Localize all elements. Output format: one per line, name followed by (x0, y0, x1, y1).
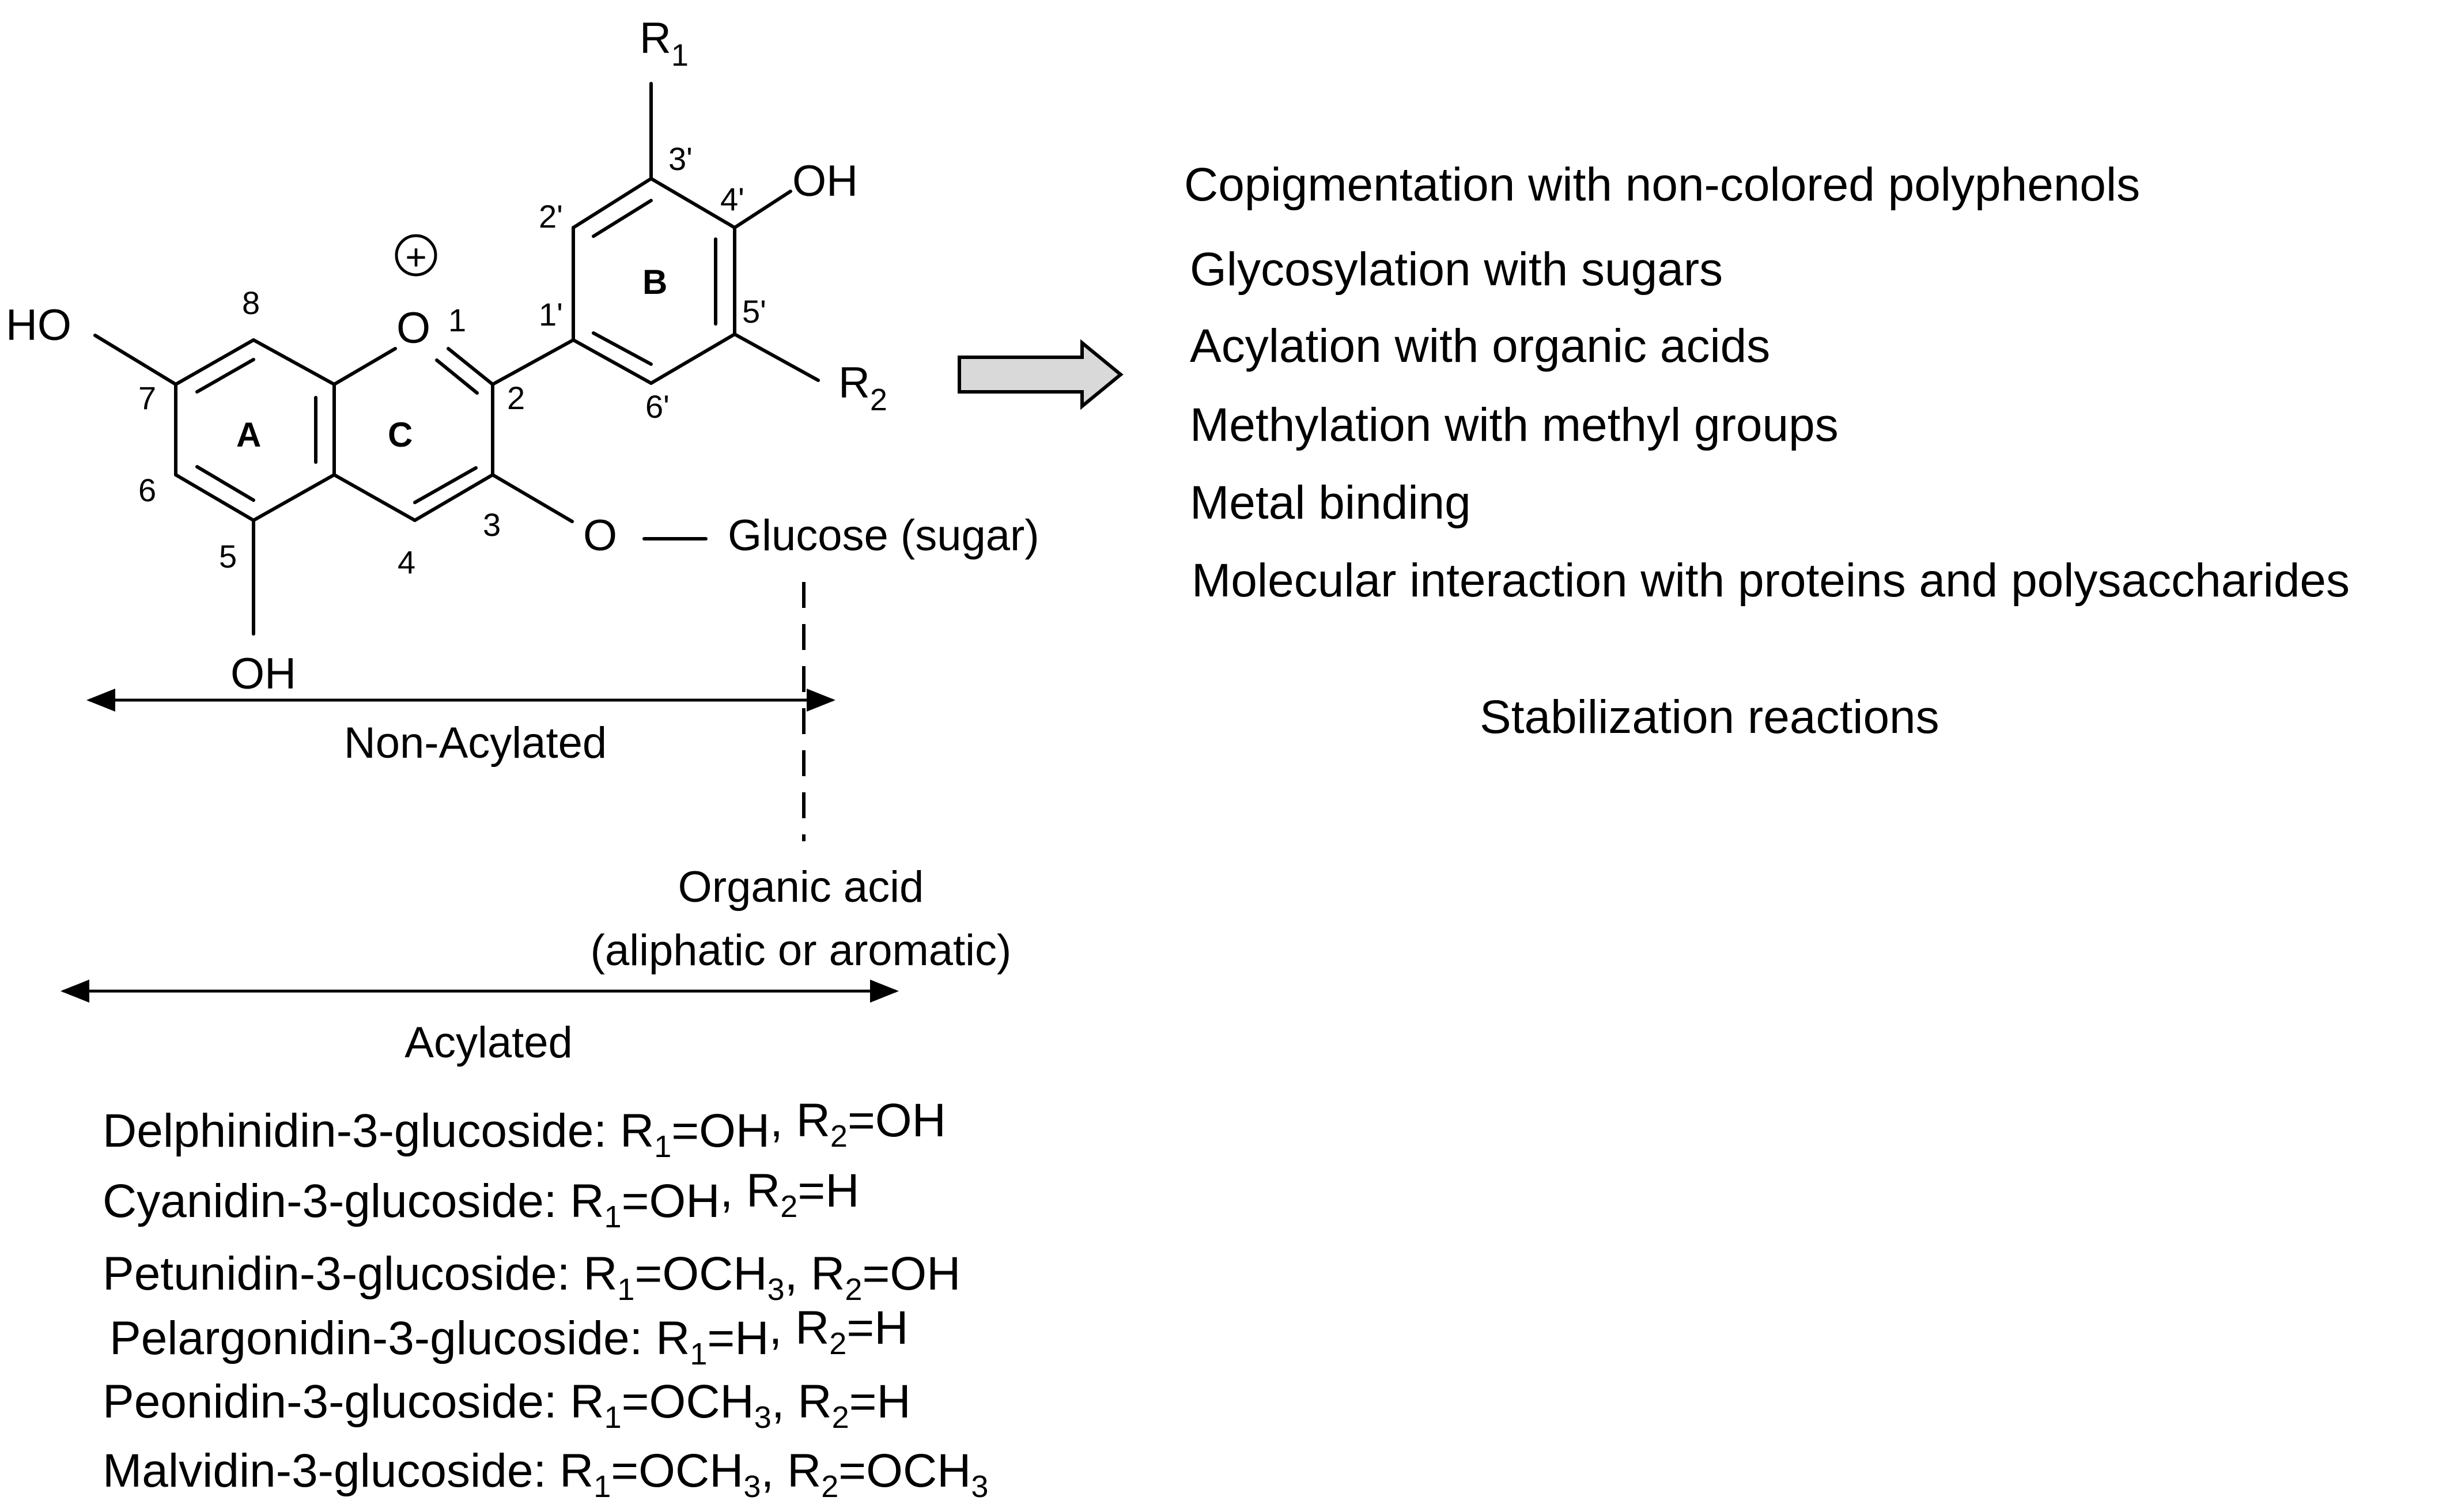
stabilization-caption: Stabilization reactions (1480, 691, 1939, 743)
positive-charge-sign: + (405, 236, 426, 278)
ho-7-label: HO (6, 301, 71, 350)
r2-label: R2 (838, 358, 887, 417)
position-8: 8 (242, 285, 260, 321)
compound-row: Petunidin-3-glucoside: R1=OCH3, R2=OH (103, 1248, 961, 1307)
stabilization-item: Copigmentation with non-colored polyphen… (1184, 158, 2140, 211)
oh-4prime-label: OH (792, 157, 858, 206)
ring-b-label: B (642, 263, 667, 301)
position-4: 4 (398, 544, 415, 580)
stabilization-list: Copigmentation with non-colored polyphen… (1184, 158, 2350, 743)
acylated-label: Acylated (404, 1018, 573, 1067)
ring-oxygen-label: O (396, 304, 430, 353)
positive-charge-circle (395, 234, 437, 277)
r1-label: R1 (640, 14, 689, 73)
acylation-annotation: Non-Acylated Organic acid (aliphatic or … (61, 582, 1012, 1067)
stabilization-item: Methylation with methyl groups (1190, 399, 1839, 451)
position-6: 6 (138, 472, 156, 508)
position-6prime: 6' (645, 388, 670, 425)
compound-row: Pelargonidin-3-glucoside: R1=H, R2=H (109, 1302, 908, 1371)
glycosidic-oxygen-label: O (583, 511, 617, 560)
organic-acid-label: Organic acid (678, 863, 924, 912)
position-3: 3 (483, 506, 501, 543)
compound-row: Peonidin-3-glucoside: R1=OCH3, R2=H (103, 1375, 911, 1435)
position-4prime: 4' (720, 181, 744, 217)
ring-a-label: A (236, 415, 261, 454)
anthocyanin-structure: R1 OH R2 HO OH O + O Glucose (sugar) A C… (6, 14, 1039, 698)
stabilization-item: Acylation with organic acids (1190, 320, 1770, 372)
stabilization-item: Metal binding (1190, 477, 1471, 529)
position-1: 1 (448, 302, 466, 338)
organic-acid-type-label: (aliphatic or aromatic) (591, 926, 1012, 975)
oh-5-label: OH (230, 649, 296, 698)
position-2: 2 (507, 380, 525, 416)
compound-row: Malvidin-3-glucoside: R1=OCH3, R2=OCH3 (103, 1445, 988, 1504)
stabilization-item: Molecular interaction with proteins and … (1192, 554, 2350, 607)
stabilization-item: Glycosylation with sugars (1190, 243, 1723, 296)
position-7: 7 (138, 380, 156, 416)
non-acylated-label: Non-Acylated (344, 719, 607, 768)
compound-row: Cyanidin-3-glucoside: R1=OH, R2=H (103, 1165, 859, 1234)
right-arrow-icon (958, 339, 1124, 410)
position-5prime: 5' (742, 293, 766, 330)
position-2prime: 2' (539, 198, 563, 235)
compound-row: Delphinidin-3-glucoside: R1=OH, R2=OH (103, 1094, 946, 1164)
position-3prime: 3' (668, 141, 693, 177)
position-5: 5 (219, 538, 237, 574)
compound-list: Delphinidin-3-glucoside: R1=OH, R2=OH Cy… (103, 1094, 988, 1504)
ring-c-label: C (388, 415, 413, 454)
position-1prime: 1' (539, 296, 563, 332)
glucose-label: Glucose (sugar) (728, 511, 1039, 560)
